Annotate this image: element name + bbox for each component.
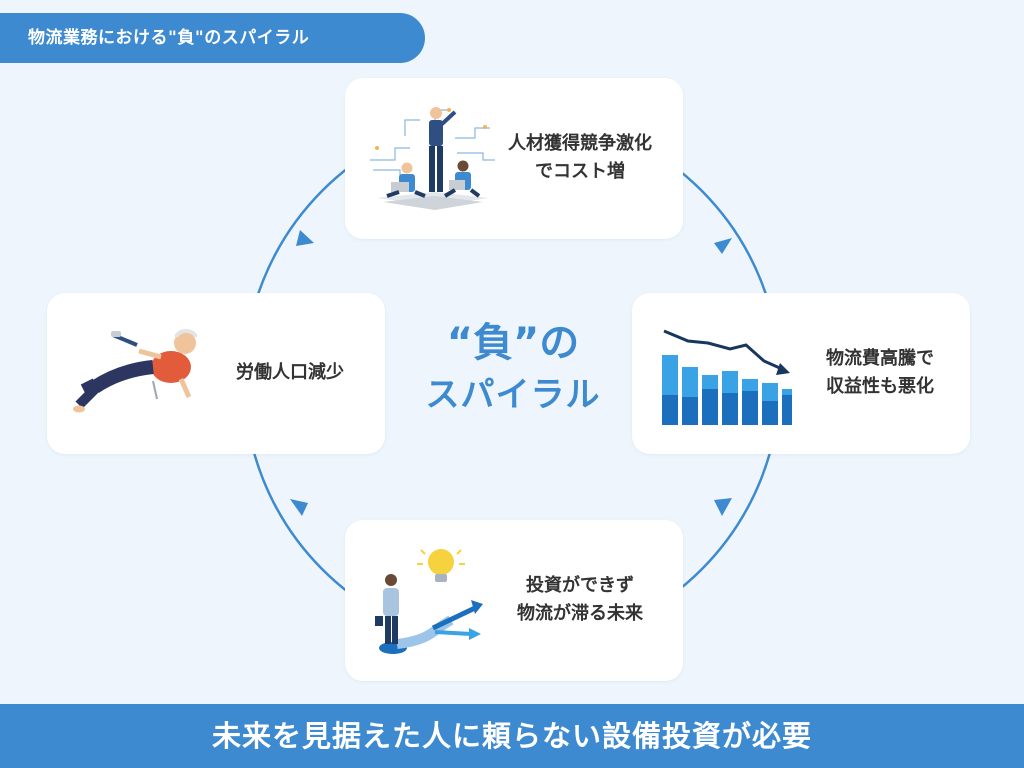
card-label: 物流費高騰で 収益性も悪化: [800, 345, 960, 401]
center-title-line1: “負”の: [446, 320, 580, 366]
card-label-line1: 投資ができず: [526, 575, 634, 596]
cycle-card-investment-stall: 投資ができず 物流が滞る未来: [345, 520, 683, 681]
card-label: 投資ができず 物流が滞る未来: [495, 572, 665, 628]
card-label: 労働人口減少: [215, 359, 365, 387]
card-label-line1: 人材獲得競争激化: [508, 133, 652, 154]
cycle-card-profit-decline: 物流費高騰で 収益性も悪化: [632, 293, 970, 454]
card-label-line1: 労働人口減少: [236, 362, 344, 383]
cycle-arrow-top-left: [296, 230, 314, 246]
cycle-card-labor-decline: 労働人口減少: [47, 293, 385, 454]
card-label-line2: 物流が滞る未来: [517, 603, 643, 624]
cycle-center-title: “負”の スパイラル: [408, 318, 618, 422]
section-title: 物流業務における"負"のスパイラル: [28, 28, 310, 48]
conclusion-text: 未来を見据えた人に頼らない設備投資が必要: [211, 719, 812, 753]
cycle-arrow-bottom-right: [714, 498, 732, 516]
crossroads-lightbulb-illustration: [375, 549, 483, 654]
declining-bar-chart-illustration: [662, 329, 792, 425]
cycle-card-cost-increase: 人材獲得競争激化 でコスト増: [345, 78, 683, 239]
card-label: 人材獲得競争激化 でコスト増: [495, 130, 665, 186]
section-title-tab: 物流業務における"負"のスパイラル: [0, 13, 425, 63]
cycle-arrow-bottom-left: [290, 499, 308, 516]
center-title-line2: スパイラル: [425, 375, 601, 415]
card-label-line2: でコスト増: [535, 161, 625, 182]
cycle-arrow-top-right: [714, 238, 732, 254]
falling-elderly-person-illustration: [73, 329, 198, 413]
conclusion-banner: 未来を見据えた人に頼らない設備投資が必要: [0, 704, 1024, 768]
card-label-line2: 収益性も悪化: [826, 376, 934, 397]
team-people-illustration: [370, 107, 495, 210]
card-label-line1: 物流費高騰で: [826, 348, 934, 369]
